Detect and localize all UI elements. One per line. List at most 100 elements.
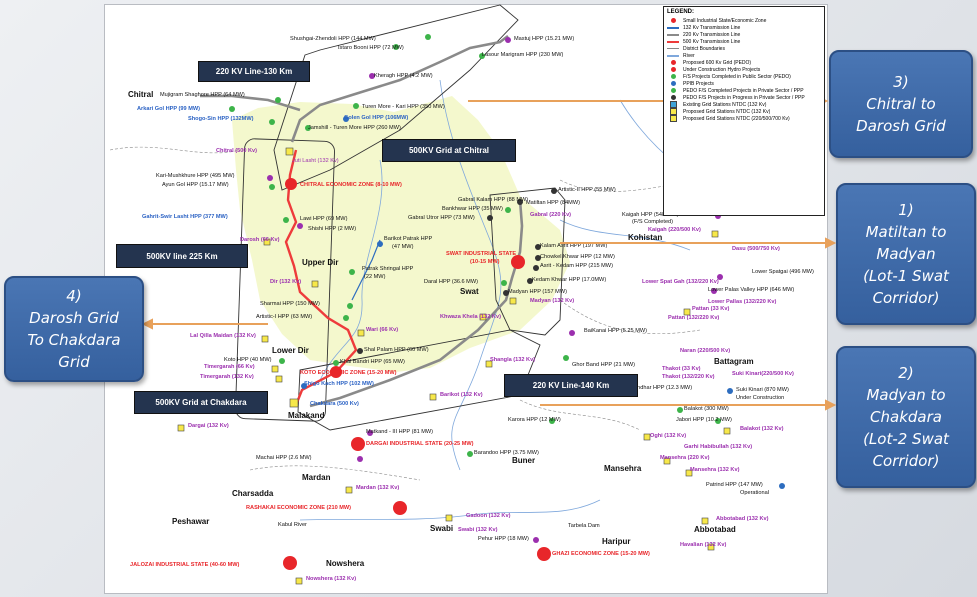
legend-label: Proposed Grid Stations NTDC (220/500/700… — [683, 115, 790, 122]
legend-label: PEDO F/S Completed Projects in Private S… — [683, 87, 804, 94]
map-label: Suki Kinari(220/500 Kv) — [732, 371, 794, 377]
map-label: Abbotabad — [694, 525, 736, 534]
legend-label: PEDO F/S Projects in Progress in Private… — [683, 94, 805, 101]
callout-madyan-chakdara[interactable]: 2) Madyan to Chakdara (Lot-2 Swat Corrid… — [836, 346, 976, 488]
map-label: Artistic-I HPP (63 MW) — [256, 314, 312, 320]
map-label: Under Construction — [736, 395, 784, 401]
label-220kv-130km: 220 KV Line-130 Km — [198, 61, 310, 82]
map-label: Oghi (132 Kv) — [650, 433, 686, 439]
map-label: Gahrit-Swir Lasht HPP (377 MW) — [142, 214, 228, 220]
map-label: Lower Pallas (132/220 Kv) — [708, 299, 777, 305]
callout-line: Matiltan to — [865, 223, 947, 241]
label-500kv-grid-chitral: 500KV Grid at Chitral — [382, 139, 516, 162]
legend-symbol-icon — [667, 53, 679, 58]
callout-line: Darosh Grid — [29, 309, 119, 327]
line-220kv — [200, 34, 524, 408]
legend-symbol-icon — [667, 108, 679, 115]
map-label: Khwaza Khela (132 Kv) — [440, 314, 501, 320]
map-label: Lower Spatgai (496 MW) — [752, 269, 814, 275]
map-label: Turen More - Kari HPP (350 MW) — [362, 104, 445, 110]
legend-symbol-icon — [667, 25, 679, 30]
legend-label: F/S Projects Completed in Public Sector … — [683, 73, 791, 80]
map-label: Kabul River — [278, 522, 307, 528]
map-label: Istaro Booni HPP (72 MW) — [338, 45, 404, 51]
legend-label: Proposed 600 Kv Grid (PEDO) — [683, 59, 752, 66]
callout-line: Grid — [58, 353, 90, 371]
callout-chitral-darosh[interactable]: 3) Chitral to Darosh Grid — [829, 50, 973, 158]
map-label: Golen Gol HPP (106MW) — [344, 115, 408, 121]
map-label: Lower Palas Valley HPP (646 MW) — [708, 287, 794, 293]
map-label: (10-15 MW) — [470, 259, 500, 265]
callout-darosh-chakdara[interactable]: 4) Darosh Grid To Chakdara Grid — [4, 276, 144, 382]
callout-line: (Lot-2 Swat — [863, 430, 949, 448]
legend-row: F/S Projects Completed in Public Sector … — [664, 73, 824, 80]
map-label: Darosh (66 Kv) — [240, 237, 280, 243]
map-label: Mansehra (220 Kv) — [660, 455, 710, 461]
legend-title: LEGEND: — [667, 9, 694, 15]
legend-row: 220 Kv Transmission Line — [664, 31, 824, 38]
map-label: Gabral Kalam HPP (88 MW) — [458, 197, 528, 203]
callout-num: 2) — [898, 364, 914, 382]
callout-line: To Chakdara — [27, 331, 121, 349]
map-label: Buner — [512, 456, 535, 465]
map-label: Barikot (132 Kv) — [440, 392, 483, 398]
callout-line: Chakdara — [870, 408, 942, 426]
map-label: Madyan (132 Kv) — [530, 298, 574, 304]
legend-row: PEDO F/S Projects in Progress in Private… — [664, 94, 824, 101]
legend-symbol-icon — [667, 67, 679, 72]
map-label: Kheragh HPP (4.2 MW) — [374, 73, 433, 79]
map-label: Battagram — [714, 357, 754, 366]
map-label: Juti Lasht (132 Kv) — [292, 158, 339, 164]
map-label: Shogo-Sin HPP (132MW) — [188, 116, 254, 122]
callout-line: Madyan to — [866, 386, 946, 404]
label-220kv-140km: 220 KV Line-140 Km — [504, 374, 638, 397]
map-label: Kohistan — [628, 233, 662, 242]
map-label: Dasu (500/750 Kv) — [732, 246, 780, 252]
legend-symbol-icon — [667, 39, 679, 44]
callout-num: 4) — [66, 287, 82, 305]
map-label: Kaigah (220/500 Kv) — [648, 227, 701, 233]
map-label: Bankhwar HPP (35 MW) — [442, 206, 503, 212]
map-label: Tarbela Dam — [568, 523, 600, 529]
map-label: Naran (220/500 Kv) — [680, 348, 730, 354]
map-label: Lasour Marigram HPP (230 MW) — [482, 52, 563, 58]
map-label: Chakdara (500 Kv) — [310, 401, 359, 407]
map-label: Swabi (132 Kv) — [458, 527, 498, 533]
map-label: Sharmai HPP (150 MW) — [260, 301, 320, 307]
map-label: DARGAI INDUSTRIAL STATE (20-25 MW) — [366, 441, 474, 447]
map-label: Swabi — [430, 524, 453, 533]
map-label: Pattan (132/220 Kv) — [668, 315, 719, 321]
map-label: Ghor Band HPP (21 MW) — [572, 362, 635, 368]
map-label: Gadoon (132 Kv) — [466, 513, 511, 519]
map-label: Malakand — [288, 411, 325, 420]
map-label: KOTO ECONOMIC ZONE (15-20 MW) — [300, 370, 397, 376]
map-label: Havalian (132 Kv) — [680, 542, 726, 548]
legend-label: Existing Grid Stations NTDC (132 Kv) — [683, 101, 767, 108]
legend-symbol-icon — [667, 18, 679, 23]
callout-matiltan-madyan[interactable]: 1) Matiltan to Madyan (Lot-1 Swat Corrid… — [836, 183, 976, 325]
map-label: Asrit - Kedam HPP (215 MW) — [540, 263, 613, 269]
map-label: Barandoo HPP (3.75 MW) — [474, 450, 539, 456]
legend-symbol-icon — [667, 101, 679, 108]
map-label: Chitral — [128, 90, 153, 99]
map-label: Timergarah (66 Kv) — [204, 364, 255, 370]
map-label: Koto HPP (40 MW) — [224, 357, 272, 363]
legend-row: Under Construction Hydro Projects — [664, 66, 824, 73]
map-label: Wari (66 Kv) — [366, 327, 398, 333]
callout-line: Chitral to — [866, 95, 936, 113]
map-label: Mansehra — [604, 464, 642, 473]
map-label: Khal Bandri HPP (65 MW) — [340, 359, 405, 365]
map-label: JALOZAI INDUSTRIAL STATE (40-60 MW) — [130, 562, 240, 568]
legend-label: PPIB Projects — [683, 80, 714, 87]
legend-row: Proposed Grid Stations NTDC (220/500/700… — [664, 115, 824, 122]
map-label: GHAZI ECONOMIC ZONE (15-20 MW) — [552, 551, 650, 557]
district-shade — [232, 96, 570, 372]
map-label: Matiltan HPP (84MW) — [526, 200, 580, 206]
map-label: Kaigah HPP (548 MW) — [622, 212, 679, 218]
map-label: Dargai (132 Kv) — [188, 423, 229, 429]
callout-line: Darosh Grid — [856, 117, 946, 135]
legend-symbol-icon — [667, 88, 679, 93]
callout-line: Corridor) — [872, 452, 940, 470]
grid-station-markers — [177, 147, 731, 585]
